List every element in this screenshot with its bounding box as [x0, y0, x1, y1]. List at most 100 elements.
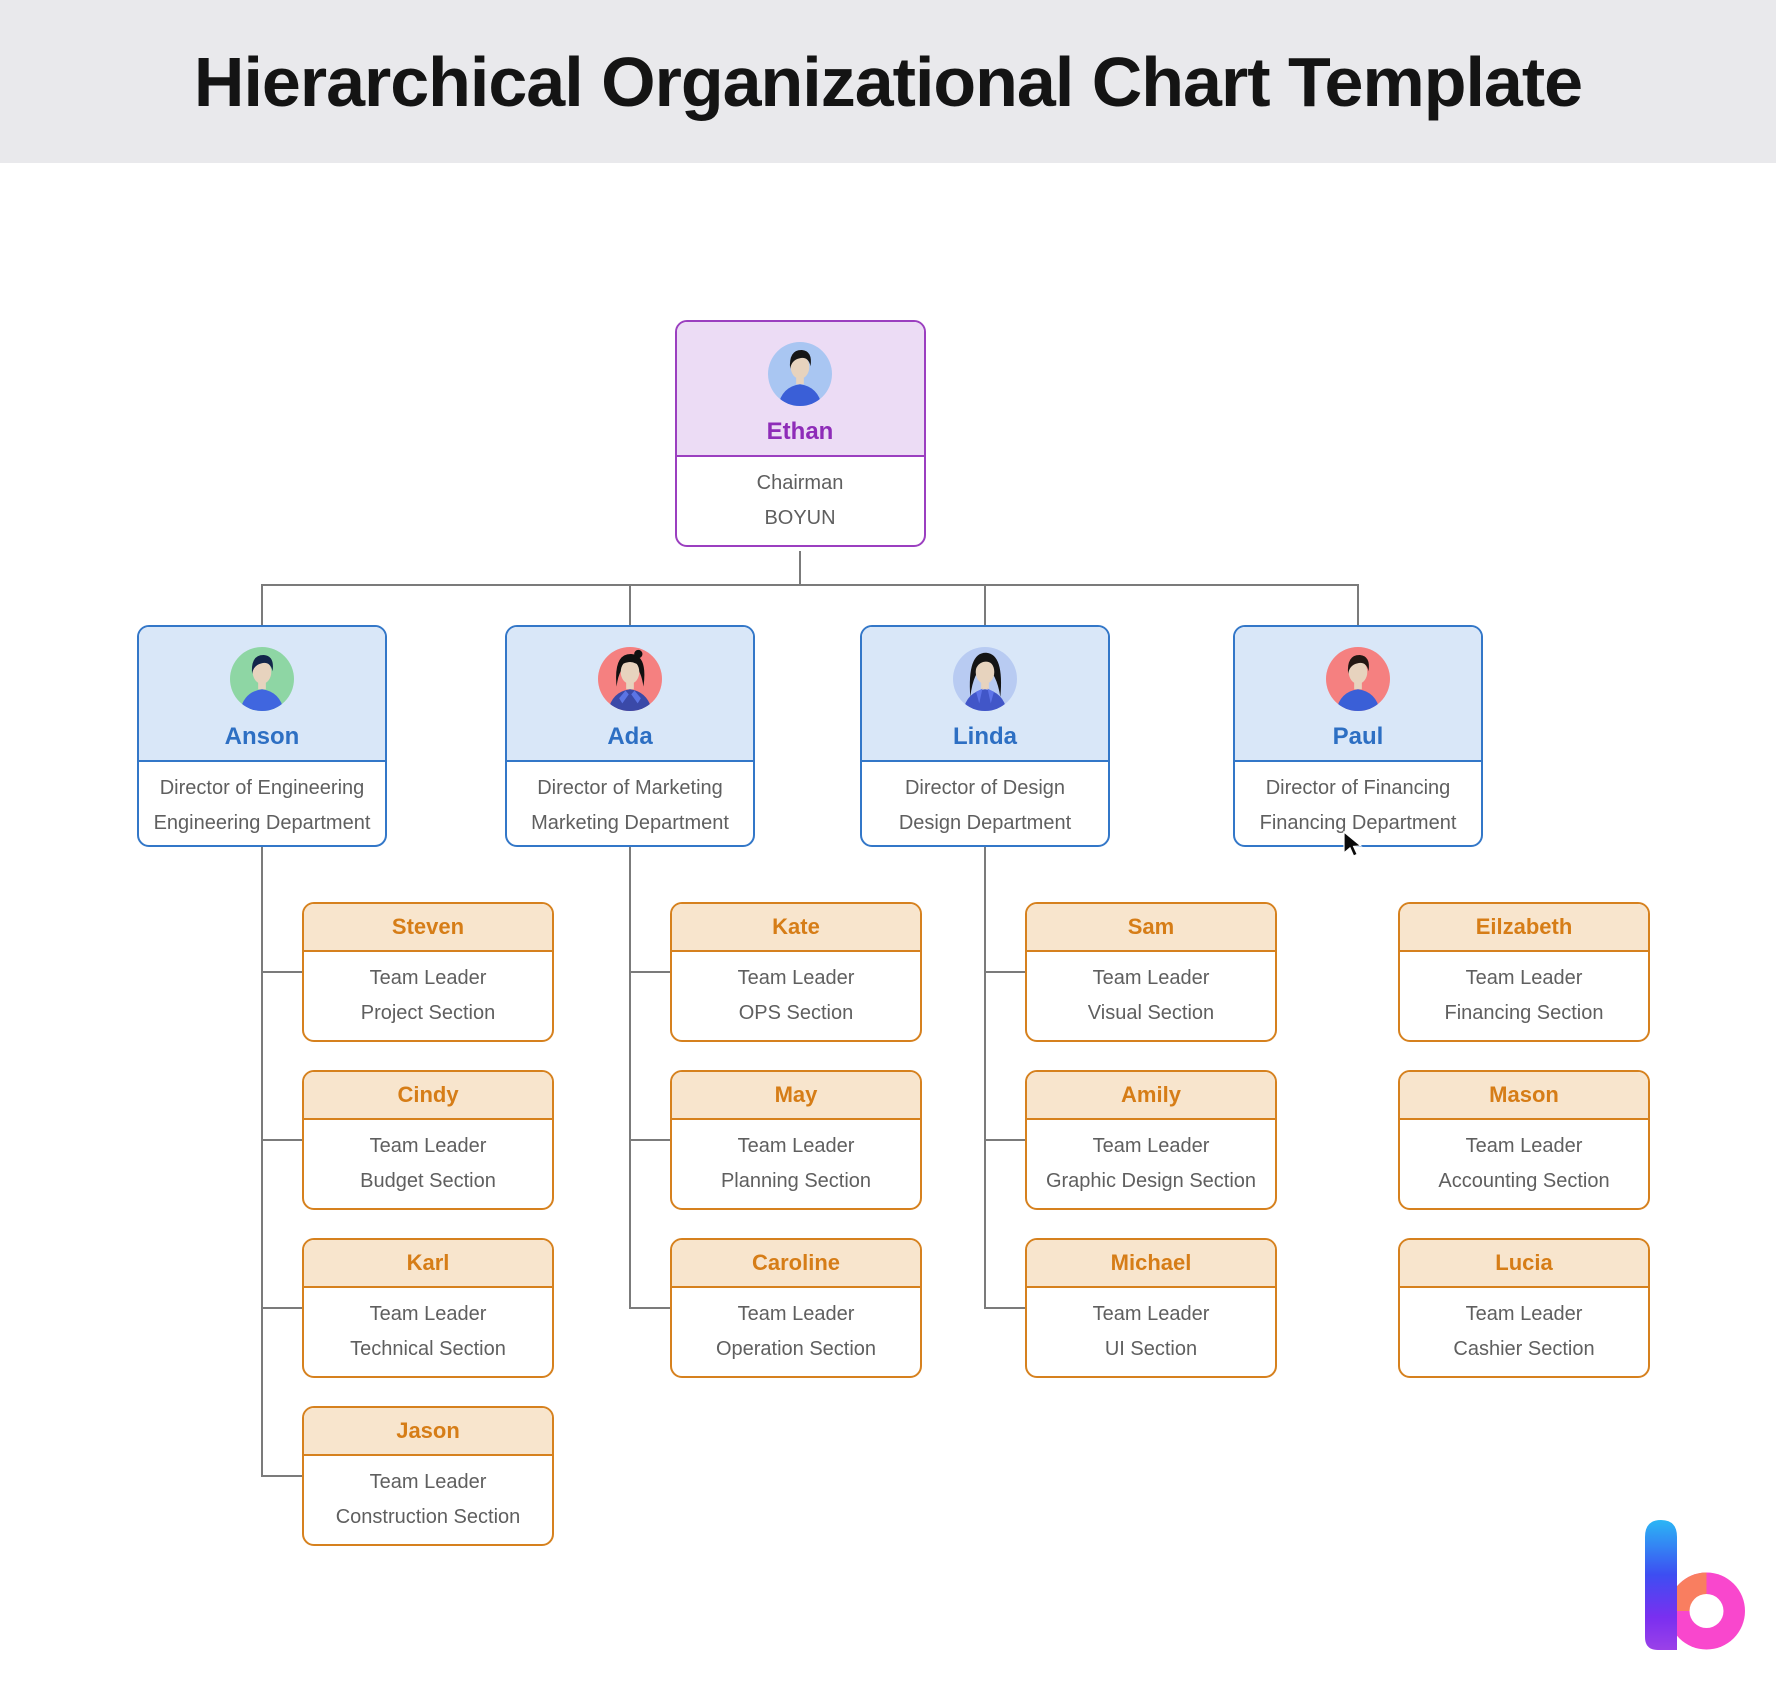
card-name: Paul — [1332, 723, 1384, 750]
card-header: Mason — [1400, 1072, 1648, 1120]
card-name: Caroline — [751, 1250, 841, 1275]
card-header: Michael — [1027, 1240, 1275, 1288]
card-body-line: OPS Section — [738, 1002, 854, 1024]
card-body-line: Team Leader — [1465, 1303, 1583, 1325]
card-body-line: Team Leader — [369, 1471, 487, 1493]
card-body-line: Financing Section — [1444, 1002, 1604, 1024]
avatar-paul — [1326, 647, 1390, 711]
card-body-line: Team Leader — [369, 1135, 487, 1157]
boyun-b-logo — [1645, 1520, 1745, 1650]
card-name: Eilzabeth — [1475, 914, 1573, 939]
card-body-line: Chairman — [756, 472, 844, 494]
card-body-line: Cashier Section — [1453, 1338, 1595, 1360]
card-body-line: Team Leader — [1092, 1135, 1210, 1157]
card-header: Cindy — [304, 1072, 552, 1120]
card-name: Ada — [607, 723, 653, 750]
card-body-line: Director of Financing — [1265, 777, 1451, 799]
card-body-line: Director of Design — [904, 777, 1066, 799]
card-body-line: Accounting Section — [1438, 1170, 1610, 1192]
card-name: Linda — [953, 723, 1017, 750]
card-body-line: Team Leader — [737, 1135, 855, 1157]
card-header: Paul — [1235, 627, 1481, 762]
card-body-line: Team Leader — [737, 1303, 855, 1325]
card-header: Anson — [139, 627, 385, 762]
card-name: Ethan — [766, 418, 834, 445]
card-body-line: Marketing Department — [531, 812, 729, 834]
card-body-line: Operation Section — [715, 1338, 877, 1360]
card-header: Lucia — [1400, 1240, 1648, 1288]
card-name: Steven — [391, 914, 465, 939]
card-body-line: Financing Department — [1259, 812, 1457, 834]
card-body-line: BOYUN — [764, 507, 836, 529]
card-header: Amily — [1027, 1072, 1275, 1120]
avatar-ada — [598, 647, 662, 711]
card-name: Jason — [396, 1418, 460, 1443]
card-name: Lucia — [1495, 1250, 1553, 1275]
avatar-anson — [230, 647, 294, 711]
card-name: May — [774, 1082, 818, 1107]
card-body-line: Technical Section — [350, 1338, 506, 1360]
card-body-line: Team Leader — [369, 967, 487, 989]
card-name: Sam — [1127, 914, 1175, 939]
card-body-line: Team Leader — [369, 1303, 487, 1325]
title-band: Hierarchical Organizational Chart Templa… — [0, 0, 1776, 163]
card-header: Eilzabeth — [1400, 904, 1648, 952]
card-name: Karl — [406, 1250, 450, 1275]
card-body-line: Graphic Design Section — [1045, 1170, 1257, 1192]
card-body-line: Team Leader — [1465, 1135, 1583, 1157]
card-body-line: Visual Section — [1087, 1002, 1215, 1024]
card-body-line: Budget Section — [360, 1170, 496, 1192]
card-header: Caroline — [672, 1240, 920, 1288]
card-body-line: Design Department — [898, 812, 1072, 834]
card-header: Karl — [304, 1240, 552, 1288]
card-header: Ethan — [676, 322, 924, 457]
card-name: Cindy — [397, 1082, 459, 1107]
avatar-ethan — [768, 342, 832, 406]
card-header: Sam — [1027, 904, 1275, 952]
card-header: Linda — [862, 627, 1108, 762]
card-header: Steven — [304, 904, 552, 952]
card-header: Ada — [507, 627, 753, 762]
card-name: Anson — [224, 723, 300, 750]
card-body-line: Engineering Department — [153, 812, 371, 834]
card-body-line: Team Leader — [1092, 1303, 1210, 1325]
card-body-line: Team Leader — [1465, 967, 1583, 989]
card-name: Amily — [1121, 1082, 1181, 1107]
